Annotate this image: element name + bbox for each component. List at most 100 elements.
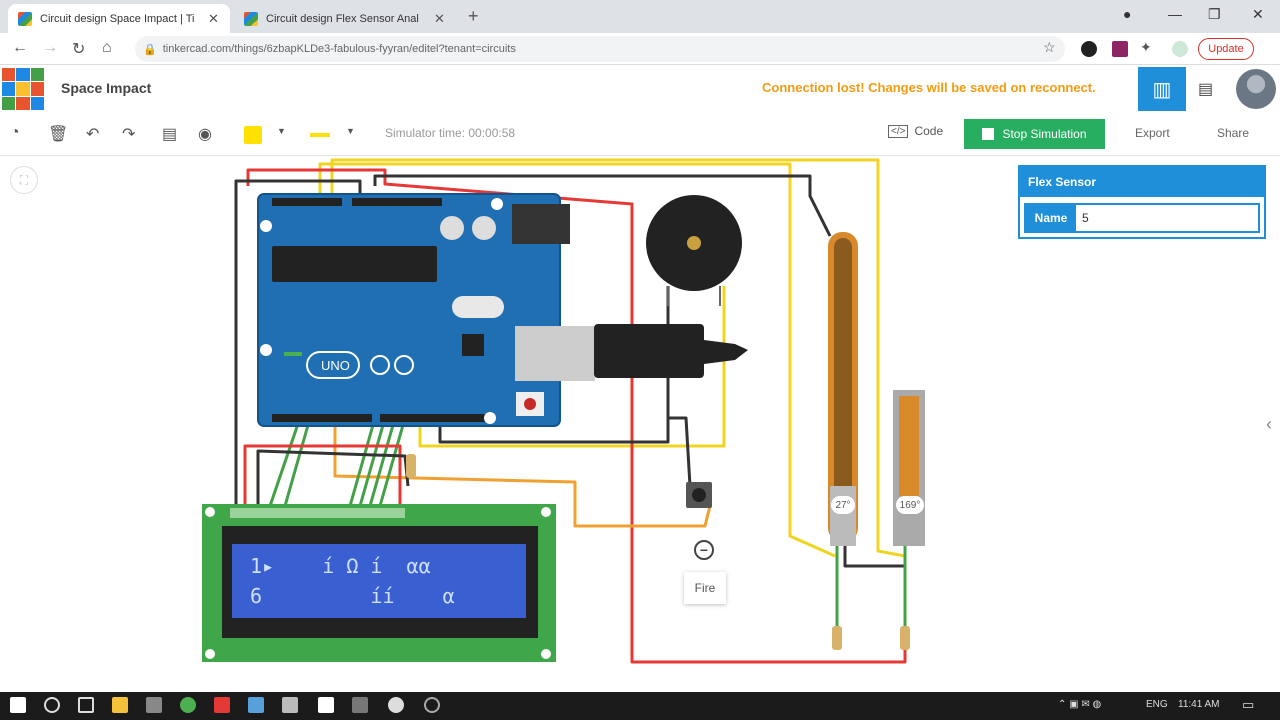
wire-yellow[interactable] (318, 162, 836, 558)
wire-red[interactable] (243, 444, 402, 506)
flex-sensor-1-reading: 27° (831, 496, 855, 514)
chevron-down-icon[interactable]: ▼ (346, 126, 355, 136)
fire-label: Fire (684, 572, 726, 604)
minimize-icon[interactable]: — (1168, 6, 1182, 22)
app-header: Space Impact Connection lost! Changes wi… (0, 65, 1280, 112)
app-icon[interactable] (214, 697, 230, 713)
profile-circle-icon[interactable]: ● (1123, 6, 1132, 22)
flex-sensor-2[interactable] (893, 390, 925, 546)
fill-color-swatch[interactable] (244, 126, 262, 144)
app-icon[interactable] (424, 697, 440, 713)
pushbutton[interactable] (686, 482, 712, 508)
lcd-line-1: 1▸ í Ω í αα (250, 554, 431, 578)
wire-black[interactable] (234, 179, 362, 506)
piezo-buzzer[interactable] (646, 195, 742, 306)
tinkercad-favicon-icon (18, 11, 32, 26)
extension-icon[interactable] (1081, 41, 1097, 57)
logo-cell (2, 96, 16, 110)
stop-simulation-button[interactable]: Stop Simulation (964, 119, 1105, 149)
clock[interactable]: 11:41 AM (1178, 699, 1220, 710)
close-tab-icon[interactable]: ✕ (434, 10, 445, 26)
windows-taskbar: ⌃ ▣ ✉ ◍ ENG 11:41 AM ▭ (0, 692, 1280, 720)
tray-icons[interactable]: ⌃ ▣ ✉ ◍ (1058, 699, 1102, 710)
user-avatar[interactable] (1236, 69, 1276, 109)
resistor[interactable] (406, 454, 910, 650)
tinkercad-logo[interactable] (2, 68, 44, 110)
tinkercad-favicon-icon (244, 11, 258, 26)
wire-black[interactable] (668, 416, 692, 487)
wire-color-swatch[interactable] (310, 133, 330, 137)
arduino-label: UNO (321, 358, 350, 373)
close-window-icon[interactable]: ✕ (1252, 6, 1264, 22)
task-view-icon[interactable] (78, 697, 94, 713)
chevron-down-icon[interactable]: ▼ (277, 126, 286, 136)
back-icon[interactable]: ← (12, 39, 28, 56)
browser-tab-flex-sensor[interactable]: Circuit design Flex Sensor Anal ✕ (234, 4, 456, 33)
maximize-icon[interactable]: ❐ (1208, 6, 1221, 22)
circuit-view-button[interactable]: ▥ (1138, 67, 1186, 111)
browser-tabstrip: Circuit design Space Impact | Ti ✕ Circu… (0, 0, 1280, 33)
windows-start-icon[interactable] (10, 697, 26, 713)
settings-gear-icon[interactable] (388, 697, 404, 713)
notes-icon[interactable]: ▤ (162, 126, 178, 143)
home-icon[interactable]: ⌂ (102, 39, 112, 56)
tab-title: Circuit design Space Impact | Ti (40, 12, 195, 25)
browser-tab-space-impact[interactable]: Circuit design Space Impact | Ti ✕ (8, 4, 230, 33)
update-button[interactable]: Update (1198, 38, 1254, 60)
undo-icon[interactable]: ↶ (86, 126, 100, 143)
wire-orange[interactable] (333, 418, 712, 528)
wire-green[interactable] (268, 417, 407, 507)
wire-black[interactable] (843, 546, 905, 568)
arduino-uno-board[interactable] (257, 193, 595, 427)
extension-icon[interactable] (1172, 41, 1188, 57)
logo-cell (30, 96, 44, 110)
inspector-title: Flex Sensor (1020, 167, 1264, 197)
logo-cell (30, 82, 44, 96)
wire-yellow[interactable] (330, 158, 906, 558)
code-button[interactable]: </> Code (888, 124, 943, 138)
language-indicator[interactable]: ENG (1146, 699, 1168, 710)
logo-cell (30, 68, 44, 82)
name-input[interactable]: 5 (1082, 211, 1089, 225)
logo-cell (2, 82, 16, 96)
flex-sensor-1[interactable] (828, 232, 858, 546)
app-icon[interactable] (248, 697, 264, 713)
project-title[interactable]: Space Impact (61, 80, 152, 96)
component-list-icon[interactable]: ▤ (1198, 81, 1214, 98)
app-icon[interactable] (318, 697, 334, 713)
app-icon[interactable] (282, 697, 298, 713)
visibility-eye-icon[interactable]: ◉ (198, 126, 212, 143)
export-button[interactable]: Export (1135, 126, 1170, 140)
bookmark-star-icon[interactable]: ☆ (1043, 39, 1056, 55)
wire-black[interactable] (373, 174, 832, 237)
chrome-icon[interactable] (180, 697, 196, 713)
file-explorer-icon[interactable] (112, 697, 128, 713)
app-icon[interactable] (146, 697, 162, 713)
notification-icon[interactable]: ▭ (1242, 697, 1255, 712)
share-button[interactable]: Share (1217, 126, 1250, 140)
app-icon[interactable] (352, 697, 368, 713)
lcd-16x2[interactable] (202, 504, 556, 662)
code-label: Code (914, 124, 944, 138)
address-bar: ← → ↻ ⌂ 🔒 tinkercad.com/things/6zbapKLDe… (0, 33, 1280, 65)
url-field[interactable]: 🔒 tinkercad.com/things/6zbapKLDe3-fabulo… (135, 36, 1065, 62)
search-icon[interactable] (44, 697, 60, 713)
logo-cell (2, 68, 16, 82)
wire-yellow[interactable] (418, 286, 726, 448)
extensions-puzzle-icon[interactable]: ✦ (1140, 39, 1152, 55)
name-property: Name 5 (1024, 203, 1260, 233)
simulator-time: Simulator time: 00:00:58 (385, 126, 516, 140)
minus-icon[interactable]: − (694, 540, 714, 560)
redo-icon[interactable]: ↷ (122, 126, 136, 143)
forward-icon[interactable]: → (42, 39, 58, 56)
delete-trash-icon[interactable]: 🗑 (48, 126, 69, 143)
zoom-fit-view-icon[interactable]: ◔ (10, 124, 20, 141)
reload-icon[interactable]: ↻ (72, 41, 86, 58)
new-tab-icon[interactable]: + (468, 6, 479, 26)
extension-icon[interactable] (1112, 41, 1128, 57)
close-tab-icon[interactable]: ✕ (208, 10, 219, 26)
logo-cell (16, 82, 30, 96)
collapse-panel-icon[interactable]: ‹ (1266, 414, 1272, 434)
fit-view-icon[interactable]: ⛶ (10, 166, 38, 194)
circuit-workspace[interactable]: UNO (0, 156, 1280, 692)
